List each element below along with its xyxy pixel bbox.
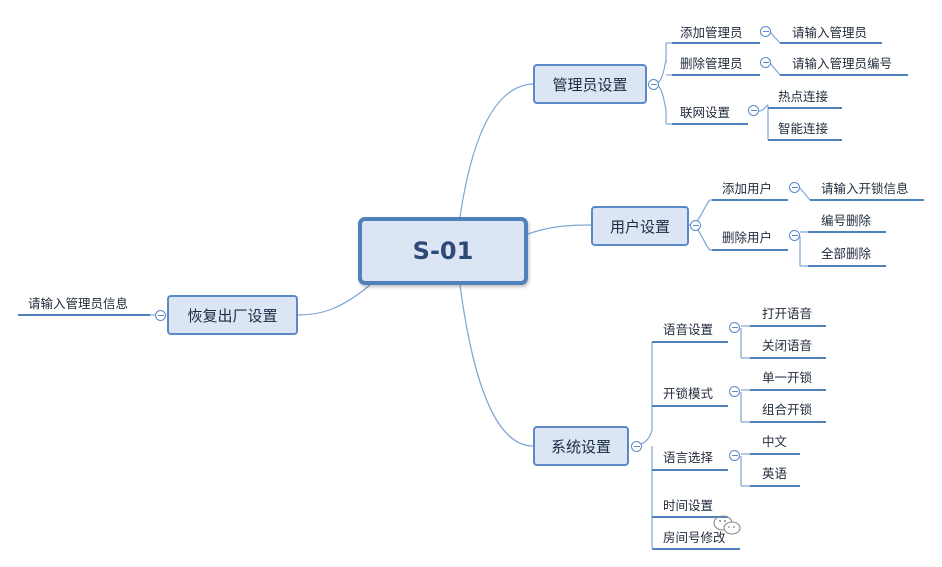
system-unlock[interactable]: 开锁模式 bbox=[663, 385, 714, 401]
collapse-system-icon[interactable] bbox=[631, 441, 642, 452]
collapse-user-icon[interactable] bbox=[690, 220, 701, 231]
branch-user[interactable]: 用户设置 bbox=[591, 206, 689, 246]
system-unlock-combo[interactable]: 组合开锁 bbox=[762, 401, 813, 417]
user-add-child[interactable]: 请输入开锁信息 bbox=[821, 180, 909, 196]
link-lang-children bbox=[740, 453, 750, 487]
link-user-del-children bbox=[799, 231, 808, 267]
wechat-watermark-icon bbox=[713, 515, 741, 535]
collapse-reset-icon[interactable] bbox=[155, 310, 166, 321]
link-root-admin bbox=[459, 83, 534, 218]
admin-del[interactable]: 删除管理员 bbox=[680, 55, 743, 71]
user-add[interactable]: 添加用户 bbox=[722, 180, 773, 196]
system-lang-cn[interactable]: 中文 bbox=[762, 433, 788, 449]
root-node[interactable]: S-01 bbox=[358, 217, 528, 285]
system-lang[interactable]: 语言选择 bbox=[663, 449, 714, 465]
system-unlock-single[interactable]: 单一开锁 bbox=[762, 369, 813, 385]
system-voice-off[interactable]: 关闭语音 bbox=[762, 337, 813, 353]
collapse-unlock-icon[interactable] bbox=[729, 386, 740, 397]
user-del-num[interactable]: 编号删除 bbox=[821, 212, 872, 228]
collapse-admin-icon[interactable] bbox=[648, 79, 659, 90]
system-room[interactable]: 房间号修改 bbox=[663, 529, 726, 545]
link-root-user bbox=[527, 224, 592, 235]
collapse-user-add-icon[interactable] bbox=[789, 182, 800, 193]
link-root-reset bbox=[297, 284, 371, 316]
admin-add-child[interactable]: 请输入管理员 bbox=[792, 24, 868, 40]
link-admin-add-child bbox=[769, 31, 781, 44]
collapse-lang-icon[interactable] bbox=[729, 450, 740, 461]
system-voice-on[interactable]: 打开语音 bbox=[762, 305, 813, 321]
user-del[interactable]: 删除用户 bbox=[722, 229, 773, 245]
user-del-all[interactable]: 全部删除 bbox=[821, 245, 872, 261]
link-root-system bbox=[459, 284, 534, 447]
reset-child[interactable]: 请输入管理员信息 bbox=[28, 295, 129, 311]
branch-system[interactable]: 系统设置 bbox=[533, 426, 629, 466]
admin-net-smart[interactable]: 智能连接 bbox=[778, 120, 829, 136]
collapse-admin-del-icon[interactable] bbox=[760, 57, 771, 68]
link-admin-del-child bbox=[769, 62, 781, 76]
admin-net-hotspot[interactable]: 热点连接 bbox=[778, 88, 829, 104]
admin-net[interactable]: 联网设置 bbox=[680, 104, 731, 120]
system-voice[interactable]: 语音设置 bbox=[663, 321, 714, 337]
collapse-user-del-icon[interactable] bbox=[789, 230, 800, 241]
link-unlock-children bbox=[740, 389, 750, 423]
link-voice-children bbox=[740, 325, 750, 359]
collapse-admin-add-icon[interactable] bbox=[760, 26, 771, 37]
system-time[interactable]: 时间设置 bbox=[663, 497, 714, 513]
branch-admin[interactable]: 管理员设置 bbox=[533, 64, 647, 104]
system-lang-en[interactable]: 英语 bbox=[762, 465, 788, 481]
link-net-children bbox=[758, 104, 775, 141]
collapse-admin-net-icon[interactable] bbox=[748, 105, 759, 116]
admin-del-child[interactable]: 请输入管理员编号 bbox=[792, 55, 893, 71]
admin-add[interactable]: 添加管理员 bbox=[680, 24, 743, 40]
branch-reset[interactable]: 恢复出厂设置 bbox=[167, 295, 298, 335]
link-user-add-child bbox=[799, 187, 811, 201]
collapse-voice-icon[interactable] bbox=[729, 322, 740, 333]
